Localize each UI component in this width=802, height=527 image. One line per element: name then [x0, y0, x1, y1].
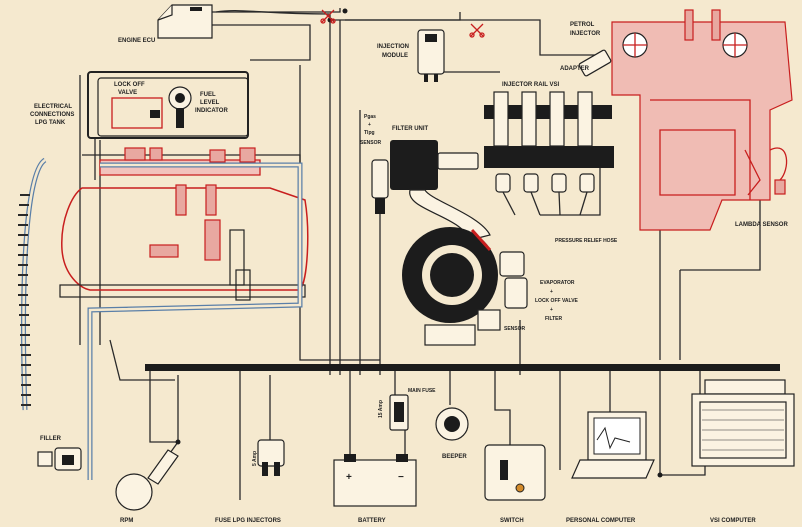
label-pgas-2: +	[368, 122, 371, 128]
label-fuse-lpg-injectors: FUSE LPG INJECTORS	[215, 518, 281, 524]
evaporator	[402, 227, 528, 346]
lock-off-valve-panel	[87, 71, 249, 139]
label-lambda-sensor: LAMBDA SENSOR	[735, 222, 788, 228]
beeper	[435, 407, 469, 441]
label-engine-ecu: ENGINE ECU	[118, 38, 155, 44]
rpm-pickup	[115, 449, 179, 511]
label-lock-off-valve: LOCK OFF	[114, 82, 145, 88]
pgas-sensor	[371, 159, 389, 214]
label-rpm: RPM	[120, 518, 133, 524]
battery: + −	[333, 454, 417, 507]
label-injection-module-2: MODULE	[382, 53, 408, 59]
label-main-fuse: MAIN FUSE	[408, 388, 436, 394]
label-fuel-level-3: INDICATOR	[195, 108, 228, 114]
adapter	[578, 49, 612, 77]
label-filter-unit: FILTER UNIT	[392, 126, 429, 132]
main-wire-harness	[145, 364, 780, 371]
label-electrical-connections: ELECTRICAL	[34, 104, 72, 110]
lpg-switch	[484, 444, 546, 501]
filter-unit	[390, 140, 491, 241]
label-injector-rail: INJECTOR RAIL VSI	[502, 82, 559, 88]
junction-dot	[657, 472, 663, 478]
label-battery: BATTERY	[358, 518, 386, 524]
vsi-computer	[691, 379, 795, 467]
label-pgas: Pgas	[364, 114, 376, 120]
label-petrol-injector: PETROL	[570, 22, 595, 28]
label-pgas-4: SENSOR	[360, 140, 382, 146]
label-filler: FILLER	[40, 436, 62, 442]
lambda-sensor	[769, 147, 788, 195]
label-personal-computer: PERSONAL COMPUTER	[566, 518, 636, 524]
svg-text:+: +	[346, 472, 352, 483]
labels: ENGINE ECU INJECTION MODULE PETROL INJEC…	[30, 22, 788, 524]
label-adapter: ADAPTER	[560, 66, 590, 72]
label-lock-off-valve-2: VALVE	[118, 90, 137, 96]
label-evaporator: EVAPORATOR	[540, 280, 575, 286]
injector-rail	[484, 91, 614, 216]
label-fuel-level: FUEL	[200, 92, 216, 98]
junction-dot	[175, 439, 181, 445]
svg-text:−: −	[398, 472, 404, 483]
label-injection-module: INJECTION	[377, 44, 409, 50]
lpg-tank	[18, 147, 309, 480]
label-vsi-computer: VSI COMPUTER	[710, 518, 756, 524]
label-switch: SWITCH	[500, 518, 524, 524]
label-evaporator-5: FILTER	[545, 316, 563, 322]
main-fuse	[389, 394, 409, 431]
engine-ecu	[157, 4, 213, 39]
junction-dot	[342, 8, 348, 14]
label-sensor: SENSOR	[504, 326, 526, 332]
wire-cut-scissors-icon	[320, 9, 336, 24]
wire-cut-scissors-icon	[469, 23, 485, 38]
label-15-amp: 15 Amp	[378, 400, 384, 418]
label-electrical-connections-3: LPG TANK	[35, 120, 66, 126]
label-electrical-connections-2: CONNECTIONS	[30, 112, 74, 118]
injection-module	[417, 29, 445, 82]
fuse-lpg-injectors	[257, 439, 285, 476]
label-evaporator-3: LOCK OFF VALVE	[535, 298, 579, 304]
label-petrol-injector-2: INJECTOR	[570, 31, 601, 37]
label-beeper: BEEPER	[442, 454, 467, 460]
engine-cylinder-head	[611, 9, 793, 231]
label-5-amp: 5 Amp	[252, 451, 258, 466]
label-pgas-3: Tlpg	[364, 130, 375, 136]
personal-computer	[571, 411, 655, 479]
filler-valve	[37, 447, 82, 471]
label-evaporator-2: +	[550, 289, 553, 295]
label-pressure-relief: PRESSURE RELIEF HOSE	[555, 238, 618, 244]
label-fuel-level-2: LEVEL	[200, 100, 220, 106]
label-evaporator-4: +	[550, 307, 553, 313]
